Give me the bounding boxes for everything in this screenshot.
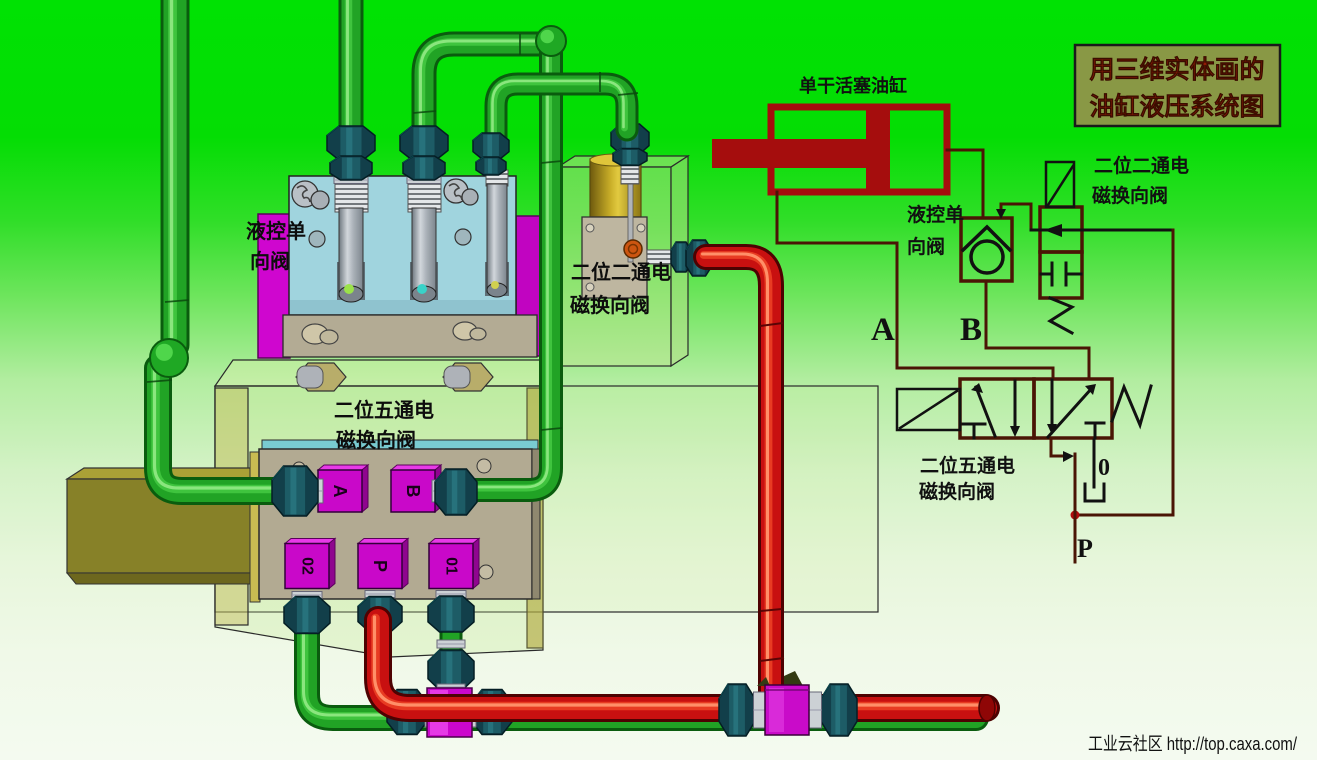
svg-text:磁换向阀: 磁换向阀 xyxy=(919,480,995,503)
svg-text:二位二通电: 二位二通电 xyxy=(571,260,671,284)
svg-text:油缸液压系统图: 油缸液压系统图 xyxy=(1089,92,1264,121)
svg-text:02: 02 xyxy=(299,557,316,575)
svg-text:磁换向阀: 磁换向阀 xyxy=(1092,184,1168,207)
svg-text:磁换向阀: 磁换向阀 xyxy=(570,293,650,317)
svg-text:B: B xyxy=(403,485,423,498)
svg-text:单干活塞油缸: 单干活塞油缸 xyxy=(799,75,907,96)
svg-text:用三维实体画的: 用三维实体画的 xyxy=(1089,55,1264,84)
svg-text:二位五通电: 二位五通电 xyxy=(334,398,434,422)
svg-text:P: P xyxy=(370,560,390,572)
svg-text:0: 0 xyxy=(1098,455,1110,481)
svg-text:A: A xyxy=(330,485,350,498)
svg-text:磁换向阀: 磁换向阀 xyxy=(336,428,416,452)
svg-text:工业云社区 http://top.caxa.com/: 工业云社区 http://top.caxa.com/ xyxy=(1088,734,1297,754)
svg-text:二位五通电: 二位五通电 xyxy=(920,454,1015,477)
svg-text:向阀: 向阀 xyxy=(907,235,945,258)
svg-text:液控单: 液控单 xyxy=(907,203,964,226)
svg-text:B: B xyxy=(960,312,982,348)
svg-text:向阀: 向阀 xyxy=(250,249,290,273)
svg-text:P: P xyxy=(1077,534,1093,563)
svg-text:液控单: 液控单 xyxy=(246,219,306,243)
svg-text:A: A xyxy=(871,312,895,348)
svg-text:01: 01 xyxy=(443,557,460,575)
svg-text:二位二通电: 二位二通电 xyxy=(1094,154,1189,177)
